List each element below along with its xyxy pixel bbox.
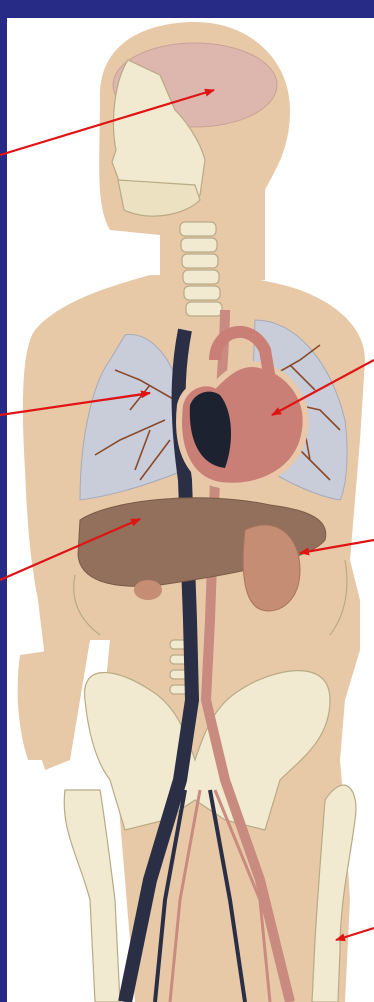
gallbladder [134, 580, 162, 600]
